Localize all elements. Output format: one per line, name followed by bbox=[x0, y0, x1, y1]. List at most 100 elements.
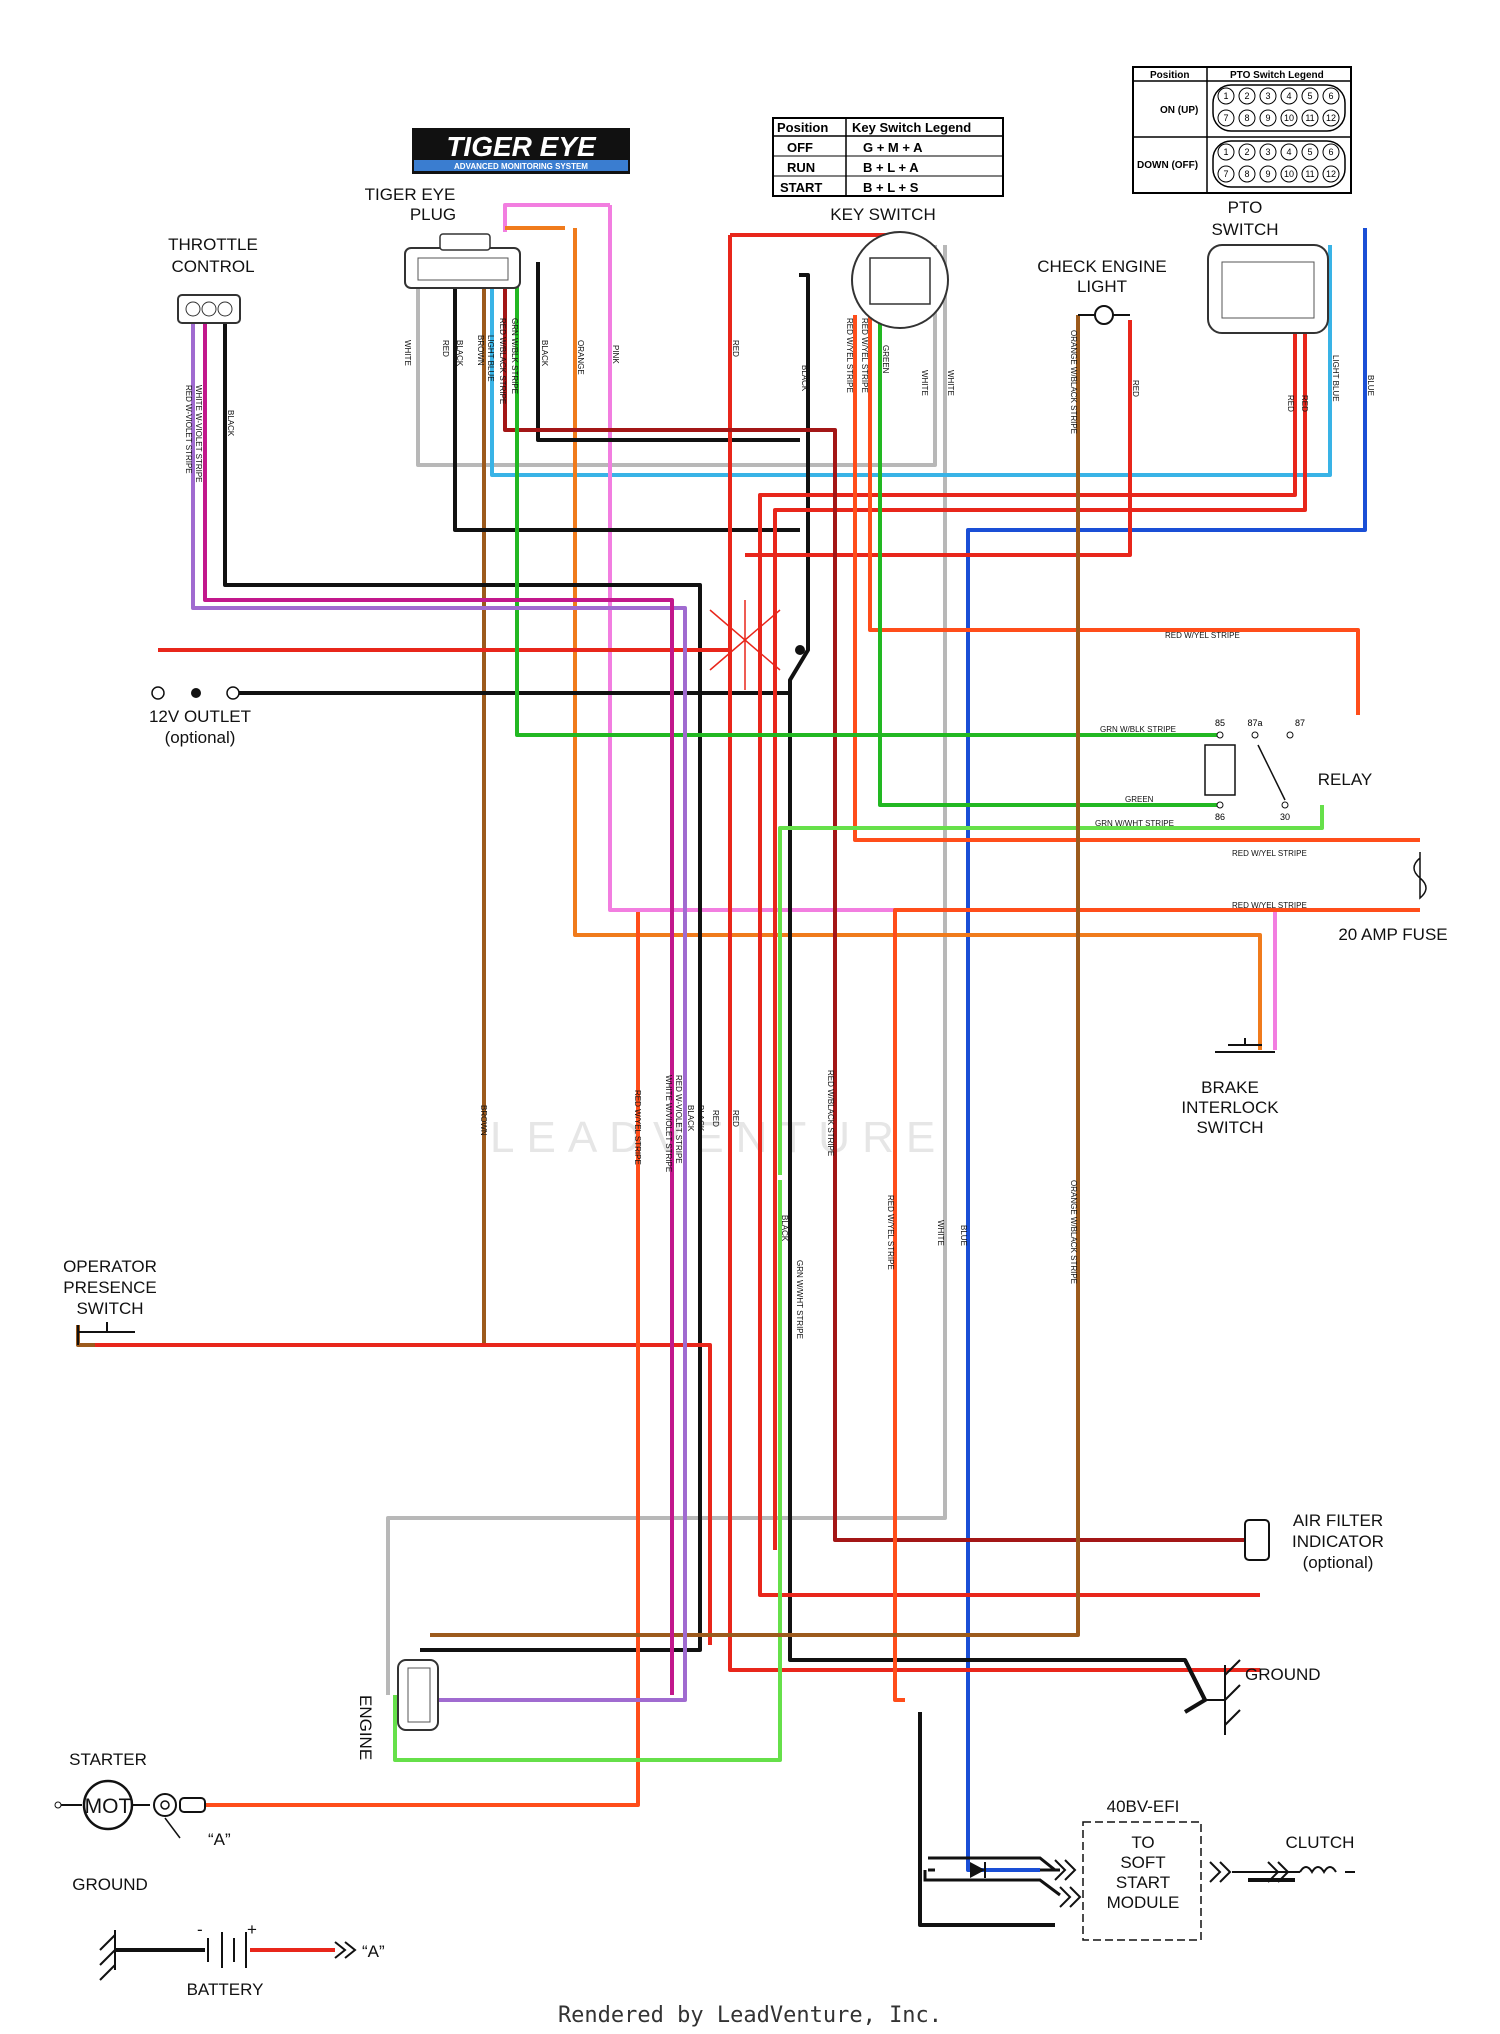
pto-pin-circle bbox=[1322, 109, 1340, 127]
wire-red-pto-2 bbox=[773, 245, 1307, 1550]
key-legend-row-start: START bbox=[780, 180, 822, 195]
outlet-icon bbox=[151, 686, 240, 700]
starter-label: STARTER bbox=[69, 1750, 147, 1769]
motor-label: MOT bbox=[85, 1795, 132, 1818]
pto-pin-number: 7 bbox=[1223, 169, 1228, 179]
wire-label-red-pto-1: RED bbox=[1286, 395, 1295, 412]
pto-pin-circle bbox=[1217, 87, 1235, 105]
wire-label-brown-low: BROWN bbox=[479, 1105, 488, 1136]
clutch-label: CLUTCH bbox=[1286, 1833, 1355, 1852]
pto-pin-circle bbox=[1301, 165, 1319, 183]
wire-label-orange: ORANGE bbox=[576, 340, 585, 375]
pto-pin-circle bbox=[1238, 165, 1256, 183]
key-switch-legend-table: Position Key Switch Legend OFF G + M + A… bbox=[772, 117, 1004, 197]
wire-label-red-wyel-fuse-1: RED W/YEL STRIPE bbox=[1232, 849, 1307, 858]
wire-black-main bbox=[788, 273, 1207, 1701]
relay-pin-86: 86 bbox=[1215, 812, 1225, 822]
pto-switch-icon bbox=[1207, 244, 1329, 334]
key-switch-icon bbox=[851, 231, 949, 329]
logo-main-text: TIGER EYE bbox=[446, 131, 597, 162]
splice-point bbox=[709, 600, 781, 690]
pto-pin-number: 7 bbox=[1223, 113, 1228, 123]
pto-pin-circle bbox=[1301, 143, 1319, 161]
pto-pin-circle bbox=[1322, 87, 1340, 105]
wire-label-black: BLACK bbox=[455, 340, 464, 367]
wire-red-wviolet bbox=[203, 315, 674, 1695]
pto-pin-circle bbox=[1322, 165, 1340, 183]
air-filter-label-1: AIR FILTER bbox=[1293, 1511, 1383, 1530]
wire-white-wviolet bbox=[191, 315, 687, 1702]
pto-pin-number: 10 bbox=[1284, 113, 1294, 123]
pto-pin-number: 1 bbox=[1223, 147, 1228, 157]
pto-pin-circle bbox=[1259, 87, 1277, 105]
wire-label-red-low-1: RED bbox=[711, 1110, 720, 1127]
wire-label-green: GREEN bbox=[881, 345, 890, 374]
wire-orange-wblack bbox=[430, 315, 1080, 1637]
tiger-eye-plug-icon bbox=[404, 233, 521, 289]
module-text-1: TO bbox=[1131, 1833, 1154, 1852]
wire-label-white-key-1: WHITE bbox=[920, 370, 929, 396]
key-legend-row-off-value: G + M + A bbox=[863, 140, 923, 155]
pto-pin-number: 9 bbox=[1265, 113, 1270, 123]
wire-label-grn-wwht: GRN W/WHT STRIPE bbox=[1095, 819, 1174, 828]
wire-grn-wwht-low bbox=[393, 1180, 782, 1762]
wire-black-plug bbox=[536, 262, 800, 442]
wire-label-white: WHITE bbox=[403, 340, 412, 366]
wire-label-white-key-2: WHITE bbox=[946, 370, 955, 396]
pto-pin-circle bbox=[1238, 87, 1256, 105]
pto-pin-circle bbox=[1280, 165, 1298, 183]
wire-label-red-wyel-relay: RED W/YEL STRIPE bbox=[1165, 631, 1240, 640]
wire-pink-plug bbox=[503, 203, 610, 232]
wire-grn-wwht bbox=[778, 805, 1324, 1175]
ground-right-icon bbox=[1183, 1659, 1241, 1735]
wire-label-white-low: WHITE bbox=[936, 1220, 945, 1246]
pto-pin-number: 3 bbox=[1265, 91, 1270, 101]
wire-black-ground bbox=[918, 1712, 1055, 1927]
wire-black-throttle bbox=[223, 315, 702, 1652]
wire-label-red-wyel-fuse-2: RED W/YEL STRIPE bbox=[1232, 901, 1307, 910]
pto-pin-circle bbox=[1301, 87, 1319, 105]
wire-label-white-wviolet-low: WHITE W/VIOLET STRIPE bbox=[664, 1075, 673, 1172]
splice-black bbox=[795, 645, 805, 655]
pto-pin-circle bbox=[1322, 143, 1340, 161]
check-engine-light-label-1: CHECK ENGINE bbox=[1037, 257, 1166, 276]
wire-label-orange-wblack: ORANGE W/BLACK STRIPE bbox=[1069, 330, 1078, 434]
pto-pin-circle bbox=[1280, 143, 1298, 161]
wire-label-orange-wblack-low: ORANGE W/BLACK STRIPE bbox=[1069, 1180, 1078, 1284]
wire-label-black-throttle: BLACK bbox=[226, 410, 235, 437]
pto-pin-circle bbox=[1217, 143, 1235, 161]
brake-switch-label-2: INTERLOCK bbox=[1181, 1098, 1279, 1117]
air-filter-optional-label: (optional) bbox=[1303, 1553, 1374, 1572]
wire-label-grn-wblk-relay: GRN W/BLK STRIPE bbox=[1100, 725, 1176, 734]
wire-red-cel bbox=[745, 320, 1132, 557]
wire-black-plug-2 bbox=[453, 262, 800, 532]
wire-label-green-relay: GREEN bbox=[1125, 795, 1154, 804]
pto-pin-number: 1 bbox=[1223, 91, 1228, 101]
starter-motor-icon bbox=[54, 1779, 206, 1839]
pto-pin-number: 2 bbox=[1244, 91, 1249, 101]
wire-label-grn-wwht-low: GRN W/WHT STRIPE bbox=[795, 1260, 804, 1339]
pto-pin-circle bbox=[1217, 109, 1235, 127]
relay-pin-87a: 87a bbox=[1247, 718, 1262, 728]
wire-red-wblack bbox=[503, 262, 1260, 1542]
brake-switch-label-3: SWITCH bbox=[1196, 1118, 1263, 1137]
soft-start-module-icon bbox=[923, 1821, 1355, 1941]
wire-label-red-wyel-key-1: RED W/YEL STRIPE bbox=[845, 318, 854, 393]
air-filter-icon bbox=[1244, 1519, 1270, 1561]
pto-pin-circle bbox=[1280, 109, 1298, 127]
outlet-optional-label: (optional) bbox=[165, 728, 236, 747]
key-legend-header-legend: Key Switch Legend bbox=[852, 120, 971, 135]
footer-text: Rendered by LeadVenture, Inc. bbox=[558, 2003, 942, 2028]
engine-connector-icon bbox=[397, 1659, 439, 1731]
relay-label: RELAY bbox=[1318, 770, 1373, 789]
wire-green bbox=[878, 295, 1220, 807]
operator-switch-icon bbox=[77, 1322, 135, 1345]
pto-pin-number: 11 bbox=[1305, 169, 1314, 179]
air-filter-label-2: INDICATOR bbox=[1292, 1532, 1384, 1551]
ground-left-icon bbox=[99, 1930, 116, 1981]
pto-switch-label-1: PTO bbox=[1228, 198, 1263, 217]
wire-label-black-low: BLACK bbox=[686, 1105, 695, 1132]
operator-switch-label-1: OPERATOR bbox=[63, 1257, 157, 1276]
wire-label-light-blue-pto: LIGHT BLUE bbox=[1331, 355, 1340, 402]
relay-icon bbox=[1204, 731, 1294, 809]
